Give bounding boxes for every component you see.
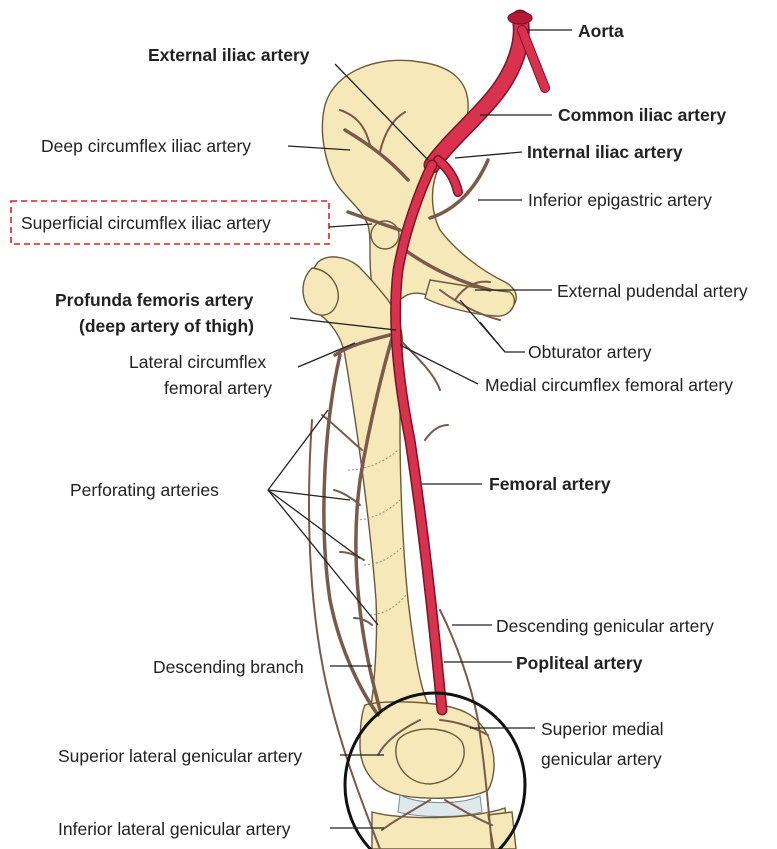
label-medial-circumflex: Medial circumflex femoral artery xyxy=(485,375,733,395)
label-lateral-circumflex-line1: Lateral circumflex xyxy=(129,352,266,372)
leader-perforating-3 xyxy=(268,490,360,558)
leader-superficial-circumflex-iliac xyxy=(329,224,372,227)
label-profunda-femoris-line2: (deep artery of thigh) xyxy=(79,316,254,336)
label-inferior-lateral-genicular: Inferior lateral genicular artery xyxy=(58,819,291,839)
anatomy-illustration xyxy=(303,12,545,849)
label-external-pudendal: External pudendal artery xyxy=(557,281,748,301)
label-internal-iliac: Internal iliac artery xyxy=(527,142,683,162)
internal-iliac-vessel xyxy=(438,160,458,192)
label-descending-genicular: Descending genicular artery xyxy=(496,616,714,636)
label-superior-medial-line2: genicular artery xyxy=(541,749,662,769)
leader-medial-circumflex xyxy=(400,345,478,384)
label-common-iliac: Common iliac artery xyxy=(558,105,727,125)
label-obturator: Obturator artery xyxy=(528,342,652,362)
perforating-branch xyxy=(340,552,364,560)
label-superior-lateral-genicular: Superior lateral genicular artery xyxy=(58,746,302,766)
aorta-cut-end xyxy=(508,12,532,24)
label-superior-medial-line1: Superior medial xyxy=(541,719,664,739)
perforating-branch xyxy=(334,490,360,505)
label-aorta: Aorta xyxy=(578,21,624,41)
leader-obturator-2 xyxy=(480,322,505,352)
label-perforating: Perforating arteries xyxy=(70,480,219,500)
label-femoral: Femoral artery xyxy=(489,474,611,494)
label-lateral-circumflex-line2: femoral artery xyxy=(164,378,272,398)
femoral-side-branch xyxy=(425,425,448,440)
label-inferior-epigastric: Inferior epigastric artery xyxy=(528,190,712,210)
label-popliteal: Popliteal artery xyxy=(516,653,643,673)
label-superficial-circumflex-iliac: Superficial circumflex iliac artery xyxy=(21,213,271,233)
label-external-iliac: External iliac artery xyxy=(148,45,310,65)
leader-perforating-1 xyxy=(268,410,328,490)
leader-internal-iliac xyxy=(455,152,522,158)
label-deep-circumflex-iliac: Deep circumflex iliac artery xyxy=(41,136,251,156)
label-descending-branch: Descending branch xyxy=(153,657,304,677)
label-profunda-femoris-line1: Profunda femoris artery xyxy=(55,290,254,310)
right-common-iliac xyxy=(522,30,545,88)
